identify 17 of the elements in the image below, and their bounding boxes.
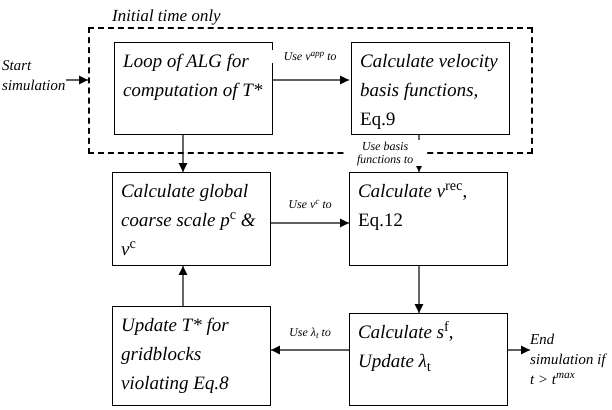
arrow <box>414 266 424 313</box>
arrow <box>178 266 188 306</box>
arrow <box>271 76 349 84</box>
arrow <box>508 346 530 354</box>
process-box: Calculate global coarse scale p$^{c}$ & v$^{c}$ <box>112 172 271 266</box>
process-box: Loop of ALG for computation of T* <box>114 42 273 135</box>
arrow <box>271 346 349 354</box>
process-box: Calculate velocity basis functions, Eq.9 <box>351 42 510 135</box>
terminal-text: Start simulation <box>2 56 66 100</box>
process-box: Update T* for gridblocks violating Eq.8 <box>112 306 271 406</box>
terminal-text: End simulation if t > t$^{max}$ <box>530 330 612 396</box>
arrow <box>178 133 188 172</box>
group-heading: Initial time only <box>112 5 221 27</box>
arrow <box>271 218 349 228</box>
arrow <box>66 76 88 84</box>
process-box: Calculate v$^{rec}$, Eq.12 <box>349 172 508 266</box>
process-box: Calculate s$^{f}$, Update λ$_{t}$ <box>349 313 508 406</box>
